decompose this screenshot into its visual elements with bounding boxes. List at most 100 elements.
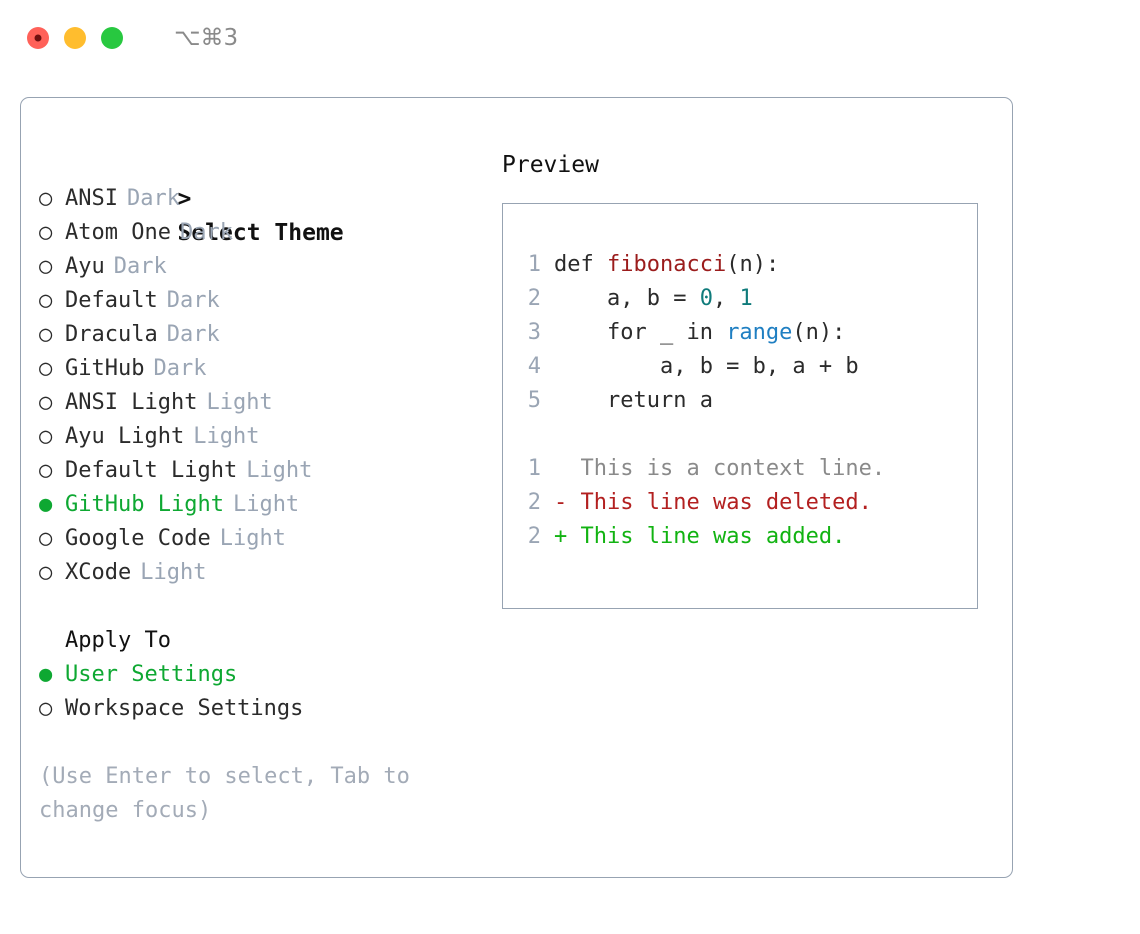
theme-option-kind: Light — [140, 560, 207, 585]
code-line-number: 4 — [527, 354, 541, 379]
diff-sign: + — [554, 524, 568, 549]
diff-gap — [567, 520, 580, 554]
radio-unselected-icon: ○ — [39, 322, 53, 347]
diff-line-text: This is a context line. — [580, 456, 886, 481]
apply-to-option-label: User Settings — [65, 662, 238, 687]
radio-unselected-icon: ○ — [39, 254, 53, 279]
theme-option-label: Google Code — [65, 526, 211, 551]
theme-option-kind: Dark — [113, 254, 167, 279]
radio-unselected-icon: ○ — [39, 560, 53, 585]
theme-option-label: Default Light — [65, 458, 238, 483]
code-line: 5 return a — [515, 384, 977, 418]
apply-to-heading: Apply To — [65, 628, 171, 653]
radio-selected-icon: ● — [39, 662, 53, 687]
code-line: 2 a, b = 0, 1 — [515, 282, 977, 316]
select-theme-heading: > Select Theme — [39, 148, 479, 246]
radio-unselected-icon: ○ — [39, 390, 53, 415]
theme-option-kind: Dark — [153, 356, 207, 381]
apply-to-list: ● User Settings ○Workspace Settings — [39, 658, 479, 726]
code-token: 1 — [739, 286, 753, 311]
radio-selected-icon: ● — [39, 492, 53, 517]
code-line-number: 5 — [527, 388, 541, 413]
theme-option-kind: Dark — [166, 322, 220, 347]
code-token: , — [712, 286, 740, 311]
theme-option-kind: Dark — [166, 288, 220, 313]
theme-option-github[interactable]: ○ GitHub Dark — [39, 352, 479, 386]
code-token: range — [726, 320, 793, 345]
theme-option-kind: Dark — [126, 186, 180, 211]
apply-to-option-user-settings[interactable]: ● User Settings — [39, 658, 479, 692]
diff-line-add: 2+ This line was added. — [515, 520, 977, 554]
theme-option-ansi-light[interactable]: ○ ANSI Light Light — [39, 386, 479, 420]
radio-unselected-icon: ○ — [39, 356, 53, 381]
diff-line-number: 2 — [527, 524, 541, 549]
code-diff-separator — [515, 418, 977, 452]
code-line-number: 2 — [527, 286, 541, 311]
code-line-number: 3 — [527, 320, 541, 345]
diff-line-number: 1 — [527, 456, 541, 481]
code-token: for _ in — [554, 320, 727, 345]
diff-gap — [567, 452, 580, 486]
diff-gap — [567, 486, 580, 520]
radio-unselected-icon: ○ — [39, 424, 53, 449]
code-token: 0 — [699, 286, 713, 311]
code-line-number: 1 — [527, 252, 541, 277]
code-token: (n): — [726, 252, 780, 277]
theme-option-label: Dracula — [65, 322, 158, 347]
theme-option-github-light[interactable]: ● GitHub Light Light — [39, 488, 479, 522]
theme-option-kind: Light — [206, 390, 273, 415]
diff-sign: - — [554, 490, 568, 515]
apply-to-option-workspace-settings[interactable]: ○Workspace Settings — [39, 692, 479, 726]
code-token: def — [554, 252, 607, 277]
code-token: a, b = — [554, 286, 700, 311]
code-token: fibonacci — [606, 252, 727, 277]
close-window-button[interactable] — [27, 27, 49, 49]
theme-option-kind: Light — [219, 526, 286, 551]
traffic-light-buttons — [27, 27, 123, 49]
theme-option-label: Ayu Light — [65, 424, 185, 449]
radio-unselected-icon: ○ — [39, 288, 53, 313]
code-line: 3 for _ in range(n): — [515, 316, 977, 350]
theme-option-label: Default — [65, 288, 158, 313]
code-token: a, b = b, a + b — [554, 354, 859, 379]
theme-option-label: GitHub Light — [65, 492, 224, 517]
theme-option-kind: Light — [246, 458, 313, 483]
diff-sample: 1 This is a context line. 2- This line wa… — [515, 452, 977, 554]
code-line: 1 def fibonacci(n): — [515, 248, 977, 282]
theme-option-ayu-light[interactable]: ○ Ayu Light Light — [39, 420, 479, 454]
diff-line-del: 2- This line was deleted. — [515, 486, 977, 520]
preview-heading: Preview — [502, 152, 599, 178]
radio-unselected-icon: ○ — [39, 458, 53, 483]
theme-option-default[interactable]: ○ Default Dark — [39, 284, 479, 318]
title-bar: ⌥⌘3 — [0, 0, 1140, 76]
keyboard-shortcut-label: ⌥⌘3 — [174, 24, 239, 51]
radio-unselected-icon: ○ — [39, 220, 53, 245]
minimize-window-button[interactable] — [64, 27, 86, 49]
theme-option-kind: Light — [193, 424, 260, 449]
theme-option-dracula[interactable]: ○ Dracula Dark — [39, 318, 479, 352]
select-theme-title: Select Theme — [177, 220, 344, 246]
theme-option-kind: Light — [232, 492, 300, 517]
maximize-window-button[interactable] — [101, 27, 123, 49]
theme-option-label: Atom One — [65, 220, 171, 245]
code-token: return a — [554, 388, 713, 413]
theme-option-label: GitHub — [65, 356, 145, 381]
keyboard-hint-text: (Use Enter to select, Tab to change focu… — [39, 764, 424, 823]
theme-option-default-light[interactable]: ○ Default Light Light — [39, 454, 479, 488]
code-token: (n): — [792, 320, 846, 345]
prompt-caret-icon: > — [177, 186, 192, 212]
code-line: 4 a, b = b, a + b — [515, 350, 977, 384]
theme-option-label: ANSI Light — [65, 390, 198, 415]
diff-line-number: 2 — [527, 490, 541, 515]
